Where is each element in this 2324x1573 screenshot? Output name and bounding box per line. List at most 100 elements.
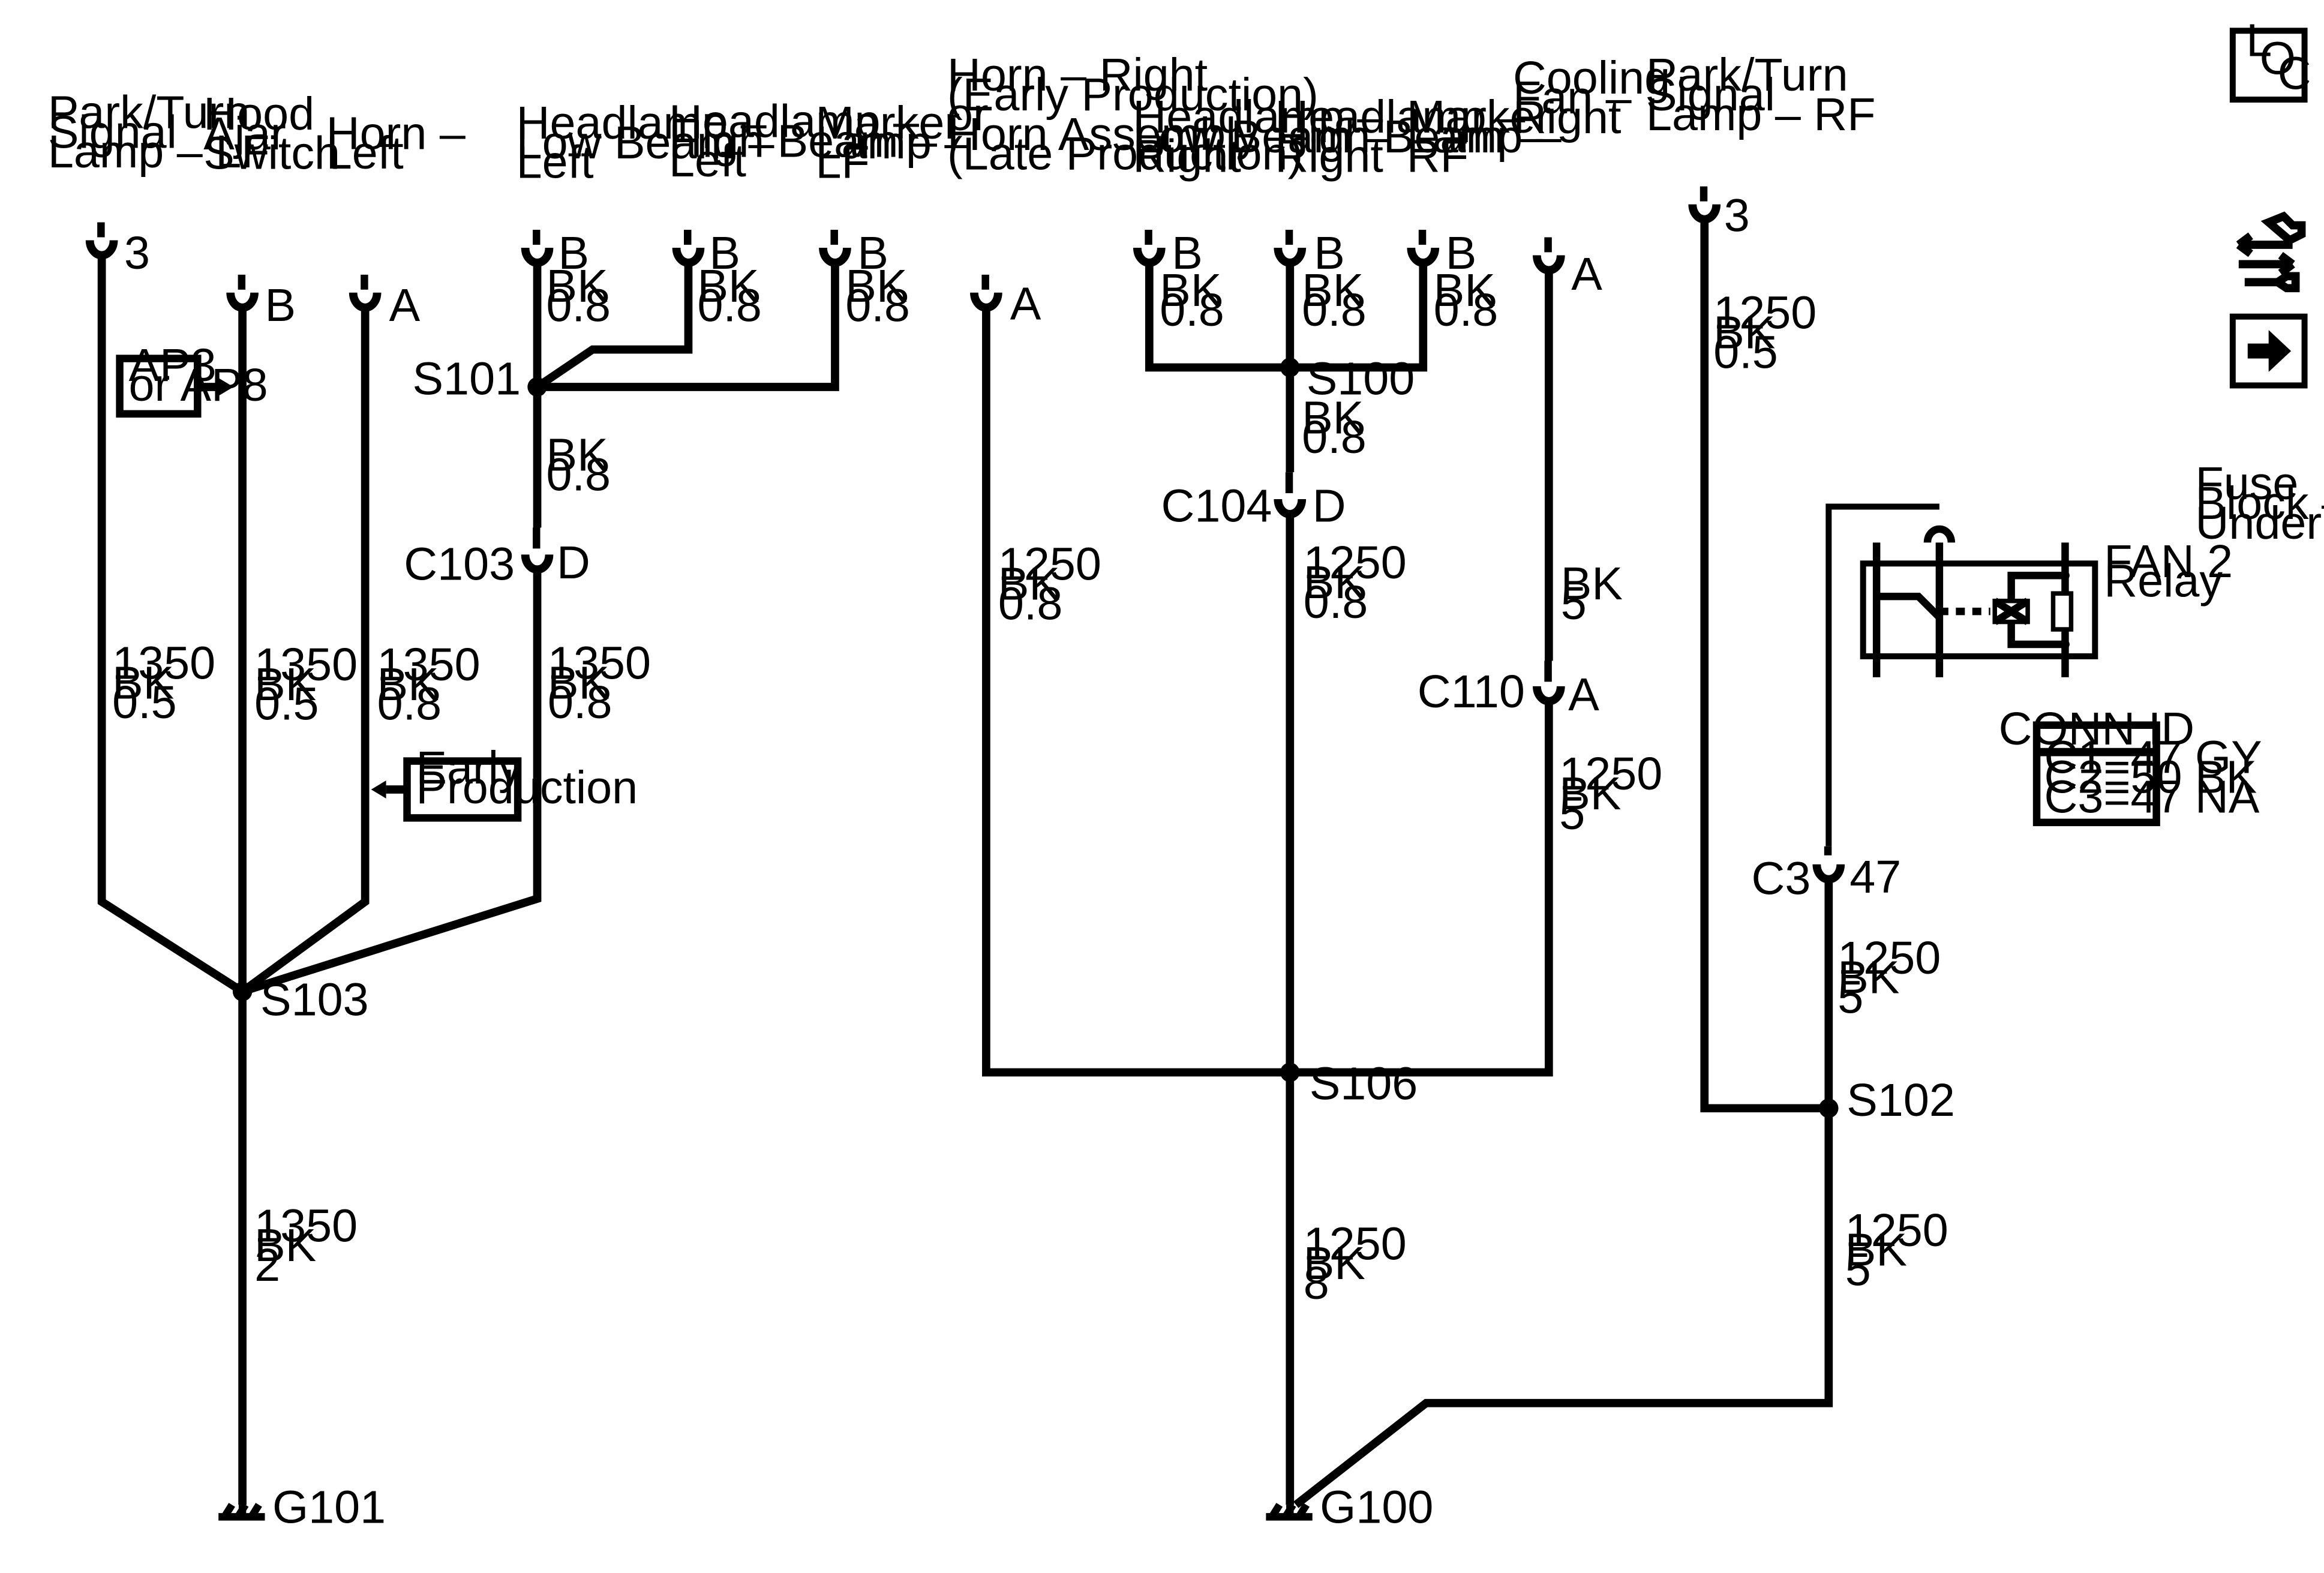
pin-headlamp-high-right: B — [1314, 227, 1345, 279]
splice-s106: S106 — [1310, 1058, 1418, 1109]
label-headlamp-low-right: Headlamp –Low Beam –Right — [1133, 91, 1391, 182]
pin-horn-left: A — [389, 280, 421, 331]
wire-c110-s106 — [1290, 704, 1553, 1077]
conn-id-rows: C1=47 GYC2=50 BKC3=47 NA — [2044, 732, 2262, 823]
park-turn-lamp-lf-body — [48, 182, 156, 222]
ground-g101: G101 — [272, 1481, 386, 1533]
loc-icon[interactable] — [2229, 28, 2308, 103]
note-label-early-production: EarlyProduction — [416, 742, 638, 813]
wire-s102-g100 — [1293, 1108, 1833, 1508]
wire-label-c110-s106: 1250BK5 — [1559, 748, 1662, 839]
label-fan2-relay: FAN 2Relay — [2104, 536, 2233, 607]
label-cooling-fan-right: CoolingFan –Right — [1513, 52, 1670, 143]
wire-label-c103-s103: 1350BK0.8 — [548, 637, 651, 728]
wire-horn-left — [240, 310, 370, 995]
loc-letter: L — [2246, 15, 2272, 67]
wire-marker-lf — [537, 265, 839, 391]
wire-park-rf — [1700, 222, 1829, 1113]
loc-letter: O — [2260, 33, 2296, 85]
pin-horn-right: A — [1010, 278, 1041, 330]
splice-s103: S103 — [260, 974, 369, 1026]
label-horn-right: Horn – Right(Early Production)orHorn Ass… — [947, 49, 1319, 180]
connector-cups — [90, 186, 1841, 879]
pin-headlamp-low-left: B — [558, 227, 589, 279]
wire-label-hl-high-right: BK0.8 — [1302, 265, 1367, 336]
fan2-relay-symbol — [1860, 525, 2098, 677]
ground-g100: G100 — [1320, 1481, 1433, 1533]
pin-hood-ajar: B — [265, 280, 296, 331]
label-marker-lf: MarkerLamp –LF — [816, 97, 971, 188]
pin-c104: D — [1313, 480, 1346, 532]
label-park-turn-lamp-rf: Park/TurnSignalLamp – RF — [1646, 49, 1876, 140]
marker-rf-body — [1405, 194, 1441, 230]
hood-ajar-switch-body — [205, 181, 277, 275]
wire-label-horn-left: 1350BK0.8 — [377, 639, 481, 730]
pin-marker-rf: B — [1446, 227, 1477, 279]
wire-label-s106-g100: 1250BK8 — [1304, 1218, 1407, 1309]
wire-label-s103-g101: 1350BK2 — [254, 1200, 358, 1291]
pin-c103: D — [557, 537, 590, 589]
label-marker-rf: MarkerLamp –RF — [1407, 91, 1562, 182]
headlamp-high-left-body — [671, 194, 707, 230]
label-headlamp-high-left: Headlamp –High Beam –Left — [669, 95, 937, 187]
pin-headlamp-low-right: B — [1172, 227, 1203, 279]
wire-label-park-rf: 1250BK0.5 — [1713, 287, 1816, 379]
horn-left-body — [328, 181, 401, 275]
connector-c103: C103 — [404, 539, 515, 590]
wire-label-hl-low-left: BK0.8 — [547, 260, 611, 332]
loc-letter: C — [2278, 48, 2311, 100]
conn-id-box — [2032, 721, 2160, 827]
wire-label-marker-lf: BK0.8 — [845, 260, 910, 332]
pin-park-turn-lf: 3 — [124, 227, 150, 279]
wire-horn-right — [982, 310, 1290, 1077]
headlamp-low-left-body — [520, 194, 556, 230]
label-headlamp-high-right: Headlamp –High Beam –Right — [1275, 91, 1543, 182]
arrow-right-icon[interactable] — [2229, 313, 2308, 389]
splice-s102: S102 — [1846, 1074, 1955, 1126]
pin-cooling-fan-right: A — [1571, 248, 1602, 300]
connector-c3: C3 — [1752, 853, 1811, 905]
wire-park-lf — [97, 258, 245, 995]
pin-park-turn-rf: 3 — [1724, 190, 1750, 242]
marker-lf-body — [817, 194, 853, 230]
wire-label-s100-c104: BK0.8 — [1302, 392, 1367, 463]
wire-hl-high-left — [535, 265, 693, 391]
wire-label-fan-c110: BK5 — [1561, 558, 1623, 629]
wire-label-hood: 1350BK0.5 — [254, 639, 358, 730]
conn-id-title: CONN ID — [1999, 703, 2195, 755]
splice-s100: S100 — [1307, 353, 1415, 404]
park-turn-lamp-rf-body — [1649, 145, 1757, 187]
horn-right-body — [949, 181, 1024, 275]
wire-label-horn-right: 1250BK0.8 — [998, 539, 1101, 630]
wire-label-c104-s106: 1250BK0.8 — [1304, 537, 1407, 628]
label-headlamp-low-left: Headlamp –Low Beam –Left — [517, 97, 774, 188]
note-label-ap3-ap8: AP3or AP8 — [129, 340, 268, 411]
labels: Park/TurnSignalLamp – LFHoodAjarSwitchHo… — [48, 15, 2324, 1533]
wire-label-s102-g100: 1250BK5 — [1845, 1205, 1948, 1296]
pin-marker-lf: B — [857, 227, 888, 279]
wire-fuse-internal — [1825, 503, 1939, 846]
connector-c110: C110 — [1418, 666, 1525, 718]
connector-c104: C104 — [1161, 480, 1272, 532]
ground-symbol-g100 — [1266, 1503, 1313, 1521]
label-horn-left: Horn –Left — [326, 107, 466, 179]
wire-label-park-lf: 1350BK0.5 — [112, 637, 215, 728]
headlamp-low-right-body — [1131, 194, 1167, 230]
wire-label-hl-low-right: BK0.8 — [1160, 265, 1224, 336]
label-fuse-block-underhood: FuseBlock –Underhood — [2195, 458, 2324, 549]
splices — [232, 358, 1839, 1118]
note-ap3-ap8 — [116, 355, 234, 418]
wire-label-s101-c103: BK0.8 — [547, 430, 611, 501]
pin-headlamp-high-left: B — [709, 227, 740, 279]
note-early-production — [371, 757, 522, 822]
pin-c110: A — [1568, 669, 1599, 721]
wires — [97, 222, 1939, 1508]
ground-symbol-g101 — [218, 1503, 265, 1521]
label-park-turn-lamp-lf: Park/TurnSignalLamp – LF — [48, 86, 270, 178]
pin-c3: 47 — [1849, 851, 1901, 903]
splice-s101: S101 — [412, 353, 521, 404]
service-tools-icon[interactable] — [2236, 211, 2306, 293]
wire-label-c3-s102: 1250BK5 — [1837, 932, 1941, 1023]
wire-label-hl-high-left: BK0.8 — [697, 260, 762, 332]
